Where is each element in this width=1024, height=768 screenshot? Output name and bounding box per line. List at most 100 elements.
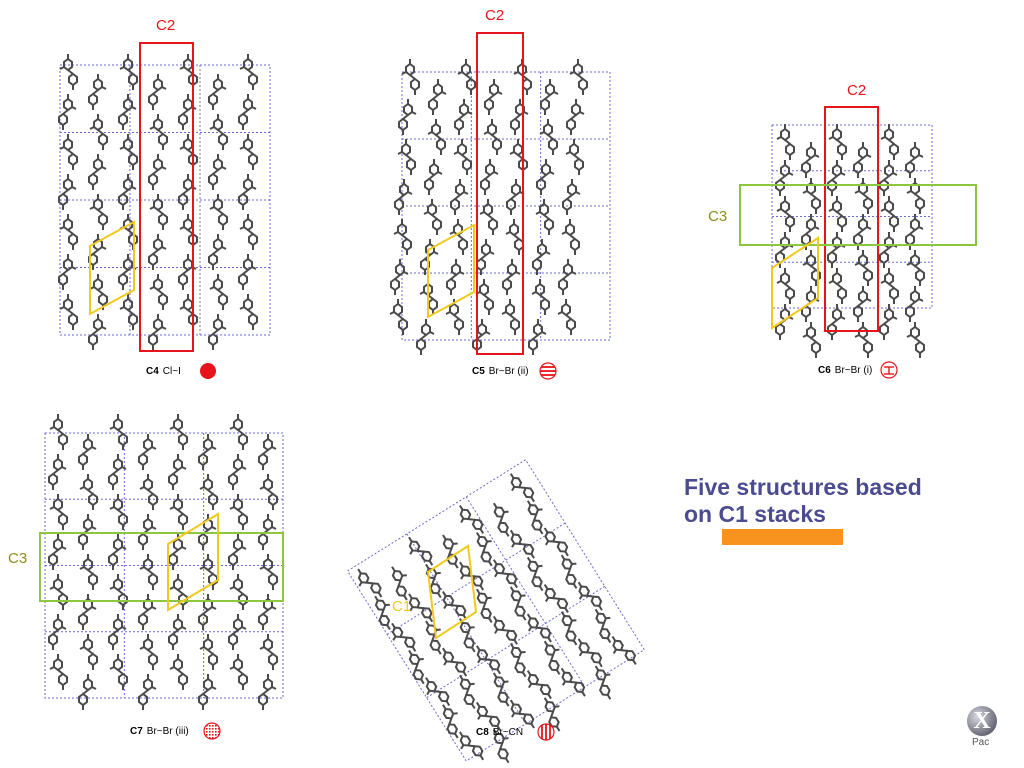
- molecule-glyph: [228, 454, 247, 490]
- molecule-glyph: [566, 99, 585, 135]
- molecule-glyph: [209, 114, 228, 150]
- molecule-glyph: [459, 504, 485, 534]
- molecule-glyph: [59, 134, 78, 170]
- molecule-glyph: [58, 254, 77, 290]
- molecule-glyph: [49, 494, 68, 530]
- molecule-glyph: [374, 595, 391, 630]
- molecule-glyph: [428, 79, 447, 115]
- molecule-glyph: [118, 174, 137, 210]
- molecule-glyph: [828, 196, 847, 232]
- molecule-glyph: [178, 174, 197, 210]
- molecule-glyph: [88, 154, 107, 190]
- molecule-glyph: [528, 319, 547, 355]
- molecule-glyph: [562, 179, 581, 215]
- molecule-glyph: [802, 322, 821, 358]
- molecule-glyph: [427, 119, 446, 155]
- panel-caption: C6 Br~Br (i): [818, 361, 898, 379]
- molecule-glyph: [543, 584, 569, 613]
- unit-cell-outline: [426, 544, 478, 640]
- molecule-glyph: [775, 232, 794, 268]
- molecule-glyph: [238, 174, 257, 210]
- molecule-glyph: [109, 654, 128, 690]
- molecule-glyph: [58, 94, 77, 130]
- molecule-glyph: [801, 214, 820, 250]
- molecule-glyph: [446, 259, 465, 295]
- summary-text: Five structures based on C1 stacks: [684, 474, 922, 528]
- molecule-glyph: [905, 142, 924, 178]
- molecule-glyph: [239, 54, 258, 90]
- molecule-glyph: [259, 634, 278, 670]
- molecule-glyph: [475, 279, 494, 315]
- molecule-glyph: [258, 674, 277, 710]
- c8-crystal-packing: [346, 459, 646, 764]
- molecule-glyph: [394, 179, 413, 215]
- interaction-type: Cl~I: [162, 365, 181, 377]
- molecule-glyph: [532, 239, 551, 275]
- logo-x-icon: X: [967, 706, 997, 736]
- molecule-glyph: [905, 286, 924, 322]
- summary-line-2: on C1 stacks: [684, 501, 826, 527]
- structure-code: C6: [818, 364, 831, 376]
- molecule-glyph: [492, 729, 510, 764]
- molecule-glyph: [109, 494, 128, 530]
- molecule-glyph: [501, 299, 520, 335]
- unit-cell-outline: [771, 236, 819, 330]
- molecule-glyph: [543, 697, 561, 732]
- molecule-glyph: [138, 674, 157, 710]
- molecule-glyph: [259, 554, 278, 590]
- molecule-glyph: [138, 514, 157, 550]
- molecule-glyph: [79, 634, 98, 670]
- molecule-glyph: [49, 654, 68, 690]
- logo-subtext: Pac: [972, 737, 990, 748]
- molecule-glyph: [148, 154, 167, 190]
- molecule-glyph: [560, 667, 586, 697]
- molecule-glyph: [139, 474, 158, 510]
- molecule-glyph: [149, 114, 168, 150]
- molecule-glyph: [801, 142, 820, 178]
- molecule-glyph: [509, 529, 535, 559]
- molecule-glyph: [425, 677, 451, 707]
- panel-caption: C4 Cl~I: [146, 362, 217, 380]
- molecule-glyph: [853, 286, 872, 322]
- molecule-glyph: [536, 159, 555, 195]
- molecule-glyph: [880, 124, 899, 160]
- molecule-glyph: [199, 634, 218, 670]
- molecule-glyph: [442, 704, 459, 739]
- molecule-glyph: [119, 134, 138, 170]
- panel-c6: C2 C3 C6 Br~Br (i): [700, 70, 1000, 380]
- molecule-glyph: [423, 199, 442, 235]
- structure-code: C7: [130, 725, 143, 737]
- c2-label: C2: [156, 17, 176, 34]
- molecule-glyph: [229, 494, 248, 530]
- molecule-glyph: [483, 119, 502, 155]
- molecule-glyph: [78, 434, 97, 470]
- c2-stack-box: [139, 42, 194, 352]
- molecule-glyph: [594, 608, 612, 644]
- molecule-glyph: [565, 139, 584, 175]
- interaction-type: Br~CN: [492, 726, 524, 738]
- molecule-glyph: [453, 139, 472, 175]
- molecule-glyph: [78, 674, 97, 710]
- c7-overlays: [39, 512, 284, 612]
- molecule-glyph: [569, 59, 588, 95]
- molecule-glyph: [594, 665, 612, 700]
- molecule-glyph: [89, 114, 108, 150]
- molecule-glyph: [357, 568, 383, 598]
- molecule-glyph: [398, 99, 417, 135]
- molecule-glyph: [229, 574, 248, 610]
- structure-code: C4: [146, 365, 159, 377]
- molecule-glyph: [776, 124, 795, 160]
- panel-caption: C5 Br~Br (ii): [472, 362, 557, 380]
- molecule-glyph: [48, 534, 67, 570]
- molecule-glyph: [506, 179, 525, 215]
- molecule-glyph: [906, 322, 925, 358]
- molecule-glyph: [169, 654, 188, 690]
- molecule-glyph: [853, 142, 872, 178]
- molecule-glyph: [168, 454, 187, 490]
- molecule-glyph: [401, 59, 420, 95]
- molecule-glyph: [259, 474, 278, 510]
- molecule-glyph: [828, 124, 847, 160]
- molecule-glyph: [561, 219, 580, 255]
- molecule-glyph: [558, 259, 577, 295]
- c2-stack-box: [476, 32, 524, 355]
